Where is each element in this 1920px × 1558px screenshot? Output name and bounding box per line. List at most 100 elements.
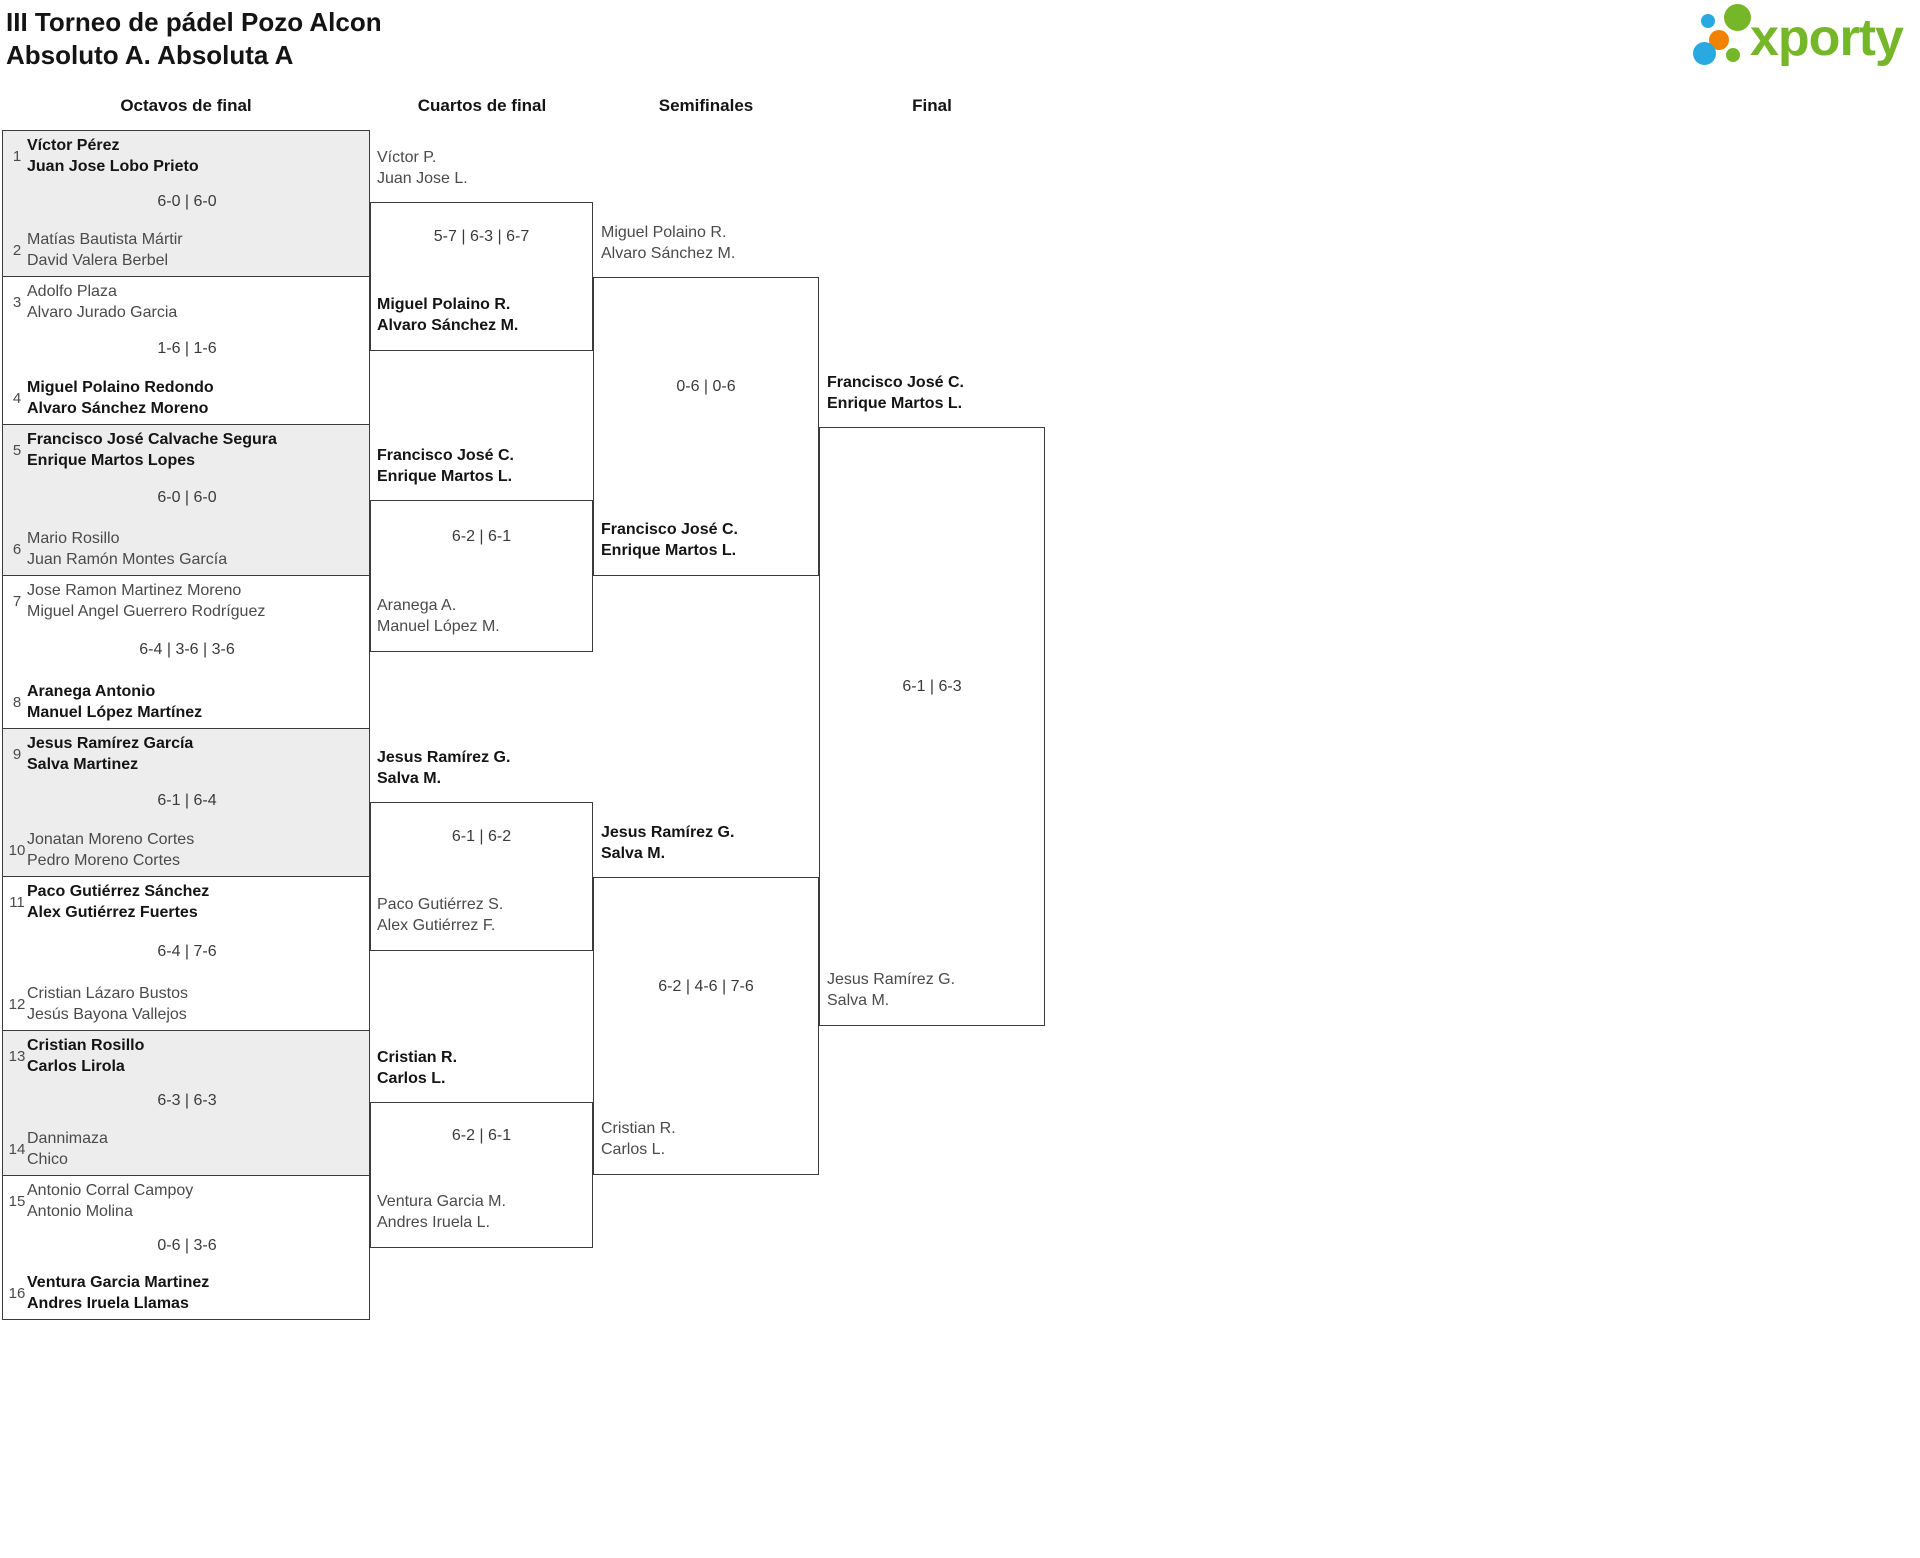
seed-number: 9 [12,745,22,763]
match-score: 6-1 | 6-4 [157,792,217,809]
match-score: 6-4 | 7-6 [157,943,217,960]
match-box-final [819,427,1045,1026]
match-box-qf-1 [370,202,593,351]
seed-number: 5 [12,441,22,459]
match-box-sf-1 [593,277,819,576]
match-score: 6-2 | 6-1 [451,528,512,545]
round-header-final: Final [912,96,952,115]
logo-dot-blue-small [1701,14,1715,28]
xporty-logo[interactable]: xporty [1690,0,1920,80]
advancing-team-label: Cristian R.Carlos L. [601,1120,676,1158]
match-score: 6-2 | 6-1 [451,1127,512,1144]
match-score: 6-2 | 4-6 | 7-6 [658,978,754,995]
tournament-name: III Torneo de pádel Pozo Alcon [6,7,382,37]
match-score: 6-0 | 6-0 [157,193,217,210]
match-score: 6-1 | 6-2 [451,828,512,845]
logo-dot-orange [1709,30,1729,50]
match-score: 0-6 | 0-6 [676,378,736,395]
seed-number: 4 [12,389,22,407]
advancing-team-label: Aranega A.Manuel López M. [377,597,500,635]
page-title: III Torneo de pádel Pozo Alcon Absoluto … [6,6,382,72]
match-score: 5-7 | 6-3 | 6-7 [433,228,530,245]
logo-dot-green-small [1726,48,1740,62]
seed-number: 16 [8,1284,26,1302]
seed-number: 3 [12,293,22,311]
match-score: 6-3 | 6-3 [157,1092,217,1109]
seed-number: 12 [8,995,26,1013]
match-box-qf-4 [370,1102,593,1248]
seed-number: 8 [12,693,22,711]
advancing-team-label: Jesus Ramírez G.Salva M. [601,824,735,862]
advancing-team-label: Paco Gutiérrez S.Alex Gutiérrez F. [377,896,504,934]
seed-number: 10 [8,841,26,859]
match-score: 6-0 | 6-0 [157,489,217,506]
advancing-team-label: Francisco José C.Enrique Martos L. [827,374,964,412]
match-box-qf-3 [370,802,593,951]
seed-number: 11 [9,893,25,911]
advancing-team-label: Miguel Polaino R.Alvaro Sánchez M. [377,296,519,334]
logo-wordmark: xporty [1750,9,1904,67]
advancing-team-label: Miguel Polaino R.Alvaro Sánchez M. [601,224,736,262]
seed-number: 7 [12,592,22,610]
advancing-team-label: Cristian R.Carlos L. [377,1049,458,1087]
advancing-team-label: Víctor P.Juan Jose L. [377,149,468,187]
match-box-qf-2 [370,500,593,652]
advancing-team-label: Jesus Ramírez G.Salva M. [377,749,511,787]
round-header-semifinales: Semifinales [658,96,754,115]
round-header-cuartos: Cuartos de final [417,96,547,115]
category-name: Absoluto A. Absoluta A [6,40,294,70]
match-score: 6-1 | 6-3 [902,678,962,695]
seed-number: 1 [12,147,22,165]
seed-number: 14 [8,1140,26,1158]
match-score: 6-4 | 3-6 | 3-6 [139,641,235,658]
seed-number: 2 [12,241,22,259]
seed-number: 15 [8,1192,26,1210]
match-box-sf-2 [593,877,819,1175]
round-header-octavos: Octavos de final [120,96,252,115]
logo-dot-green-large [1724,4,1751,31]
seed-number: 6 [12,540,22,558]
logo-dot-blue-large [1693,42,1716,65]
seed-number: 13 [8,1047,26,1065]
